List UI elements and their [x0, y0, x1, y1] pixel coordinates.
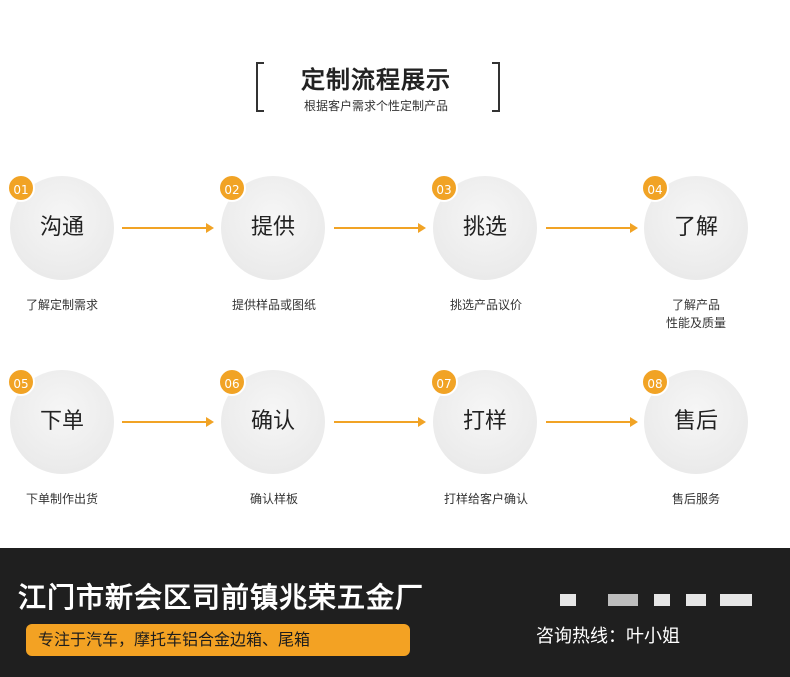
right-bracket: [492, 62, 500, 112]
step-1: 沟通 01: [7, 174, 120, 286]
arrow-6-7: [334, 417, 426, 427]
step-desc-line: 打样给客户确认: [443, 492, 528, 506]
arrow-7-8: [546, 417, 638, 427]
arrow-2-3: [334, 223, 426, 233]
step-desc-line: 挑选产品议价: [449, 298, 522, 312]
step-6: 确认 06: [218, 368, 331, 480]
step-number-badge: 03: [430, 174, 458, 202]
step-5: 下单 05: [7, 368, 120, 480]
step-number-badge: 07: [430, 368, 458, 396]
step-desc-line: 确认样板: [249, 492, 298, 506]
step-label: 售后: [673, 409, 718, 434]
step-label: 下单: [39, 409, 84, 434]
step-label: 沟通: [39, 215, 84, 240]
tagline-banner: 专注于汽车，摩托车铝合金边箱、尾箱: [26, 624, 410, 656]
step-label: 确认: [250, 409, 295, 434]
arrow-5-6: [122, 417, 214, 427]
step-7: 打样 07: [430, 368, 543, 480]
step-number-badge: 02: [218, 174, 246, 202]
company-name: 江门市新会区司前镇兆荣五金厂: [18, 581, 425, 614]
step-number-badge: 05: [7, 368, 35, 396]
step-desc-line: 下单制作出货: [25, 492, 98, 506]
step-desc-line: 了解产品: [671, 298, 720, 312]
step-number-badge: 04: [641, 174, 669, 202]
blurred-phone-mark: [560, 594, 576, 606]
step-desc-line: 售后服务: [671, 492, 720, 506]
step-2-desc: 提供样品或图纸: [194, 296, 354, 314]
step-8-desc: 售后服务: [616, 490, 776, 508]
step-desc-line: 性能及质量: [665, 316, 726, 330]
step-desc-line: 了解定制需求: [25, 298, 98, 312]
section-header: 定制流程展示 根据客户需求个性定制产品: [250, 56, 502, 116]
footer-banner: 江门市新会区司前镇兆荣五金厂 专注于汽车，摩托车铝合金边箱、尾箱 咨询热线：叶小…: [0, 548, 790, 677]
step-2: 提供 02: [218, 174, 331, 286]
step-7-desc: 打样给客户确认: [406, 490, 566, 508]
arrow-1-2: [122, 223, 214, 233]
step-6-desc: 确认样板: [194, 490, 354, 508]
step-8: 售后 08: [641, 368, 754, 480]
step-1-desc: 了解定制需求: [0, 296, 142, 314]
arrow-3-4: [546, 223, 638, 233]
page-title: 定制流程展示: [301, 66, 451, 94]
blurred-phone-mark: [686, 594, 706, 606]
left-bracket: [256, 62, 264, 112]
step-3: 挑选 03: [430, 174, 543, 286]
step-label: 打样: [462, 409, 507, 434]
step-4-desc: 了解产品 性能及质量: [616, 296, 776, 332]
step-label: 提供: [250, 215, 295, 240]
step-number-badge: 08: [641, 368, 669, 396]
hotline-text: 咨询热线：叶小姐: [536, 626, 680, 647]
step-5-desc: 下单制作出货: [0, 490, 142, 508]
blurred-phone-mark: [720, 594, 752, 606]
blurred-phone-mark: [654, 594, 670, 606]
step-number-badge: 01: [7, 174, 35, 202]
step-number-badge: 06: [218, 368, 246, 396]
step-label: 挑选: [462, 215, 507, 240]
step-3-desc: 挑选产品议价: [406, 296, 566, 314]
step-label: 了解: [673, 215, 718, 240]
page-subtitle: 根据客户需求个性定制产品: [303, 99, 448, 113]
step-desc-line: 提供样品或图纸: [231, 298, 316, 312]
step-4: 了解 04: [641, 174, 754, 286]
blurred-phone-mark: [608, 594, 638, 606]
